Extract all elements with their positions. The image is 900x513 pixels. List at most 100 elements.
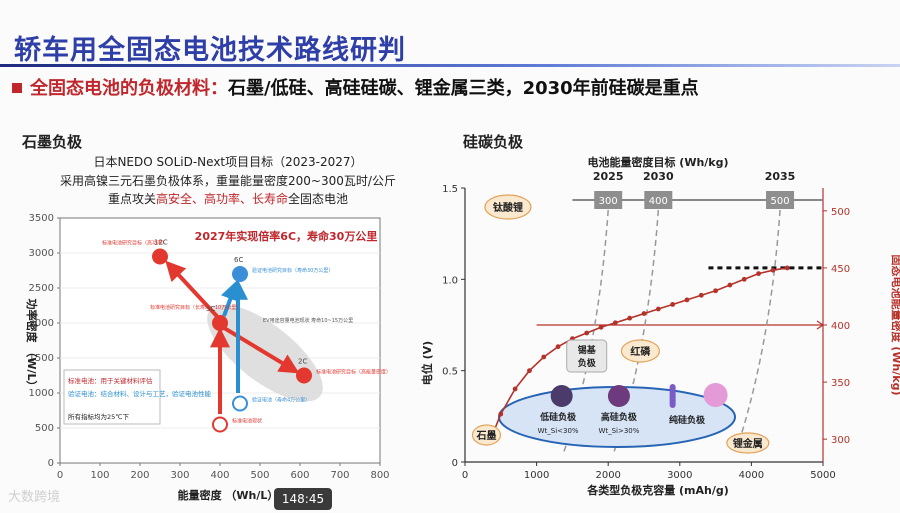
right-xtick-label: 4000	[739, 470, 764, 481]
left-point-rate-label: 12C	[154, 239, 168, 247]
left-xtick-label: 0	[57, 470, 63, 481]
left-ytick-label: 3000	[29, 248, 54, 259]
right-xtick-label: 3000	[667, 470, 692, 481]
curve-point	[756, 271, 761, 277]
right-ytick-label: 1.0	[442, 275, 458, 286]
left-section-title: 石墨负极	[22, 133, 83, 151]
left-xtick-label: 500	[250, 470, 269, 481]
right-y2tick-label: 300	[831, 435, 850, 446]
left-ylabel: 功率密度 （W/L）	[25, 299, 39, 392]
right-y2tick-label: 350	[831, 378, 850, 389]
left-xtick-label: 200	[130, 470, 149, 481]
left-ytick-label: 500	[35, 423, 54, 434]
legend-line2-val: 结合材料、设计与工艺，验证电池性能	[101, 389, 212, 398]
left-headline: 2027年实现倍率6C，寿命30万公里	[195, 229, 378, 243]
legend-line1-val: 用于关键材料评估	[101, 376, 154, 385]
low-si-particle-icon	[550, 385, 573, 407]
curve-point	[527, 368, 532, 374]
curve-point	[641, 311, 647, 316]
left-ytick-label: 2000	[29, 318, 54, 329]
right-y2label: 固态电池能量密度 (Wh/kg)	[890, 254, 900, 395]
left-point-desc: 标准电池研究目标（长寿命：10万公里）	[150, 304, 241, 311]
label-red-p: 红磷	[630, 345, 651, 358]
label-red-p-oval	[620, 339, 661, 363]
curve-point	[655, 306, 661, 312]
left-ytick-label: 1000	[29, 388, 54, 399]
curve-point	[670, 302, 676, 307]
curve-point	[770, 267, 776, 273]
left-ytick-label: 3500	[29, 213, 54, 224]
note-line-3b: 高安全、高功率、长寿命	[155, 192, 288, 206]
curve-point	[598, 324, 604, 330]
right-ytick-label: 0.5	[442, 367, 458, 378]
right-xtick-label: 0	[462, 470, 468, 481]
label-pure-si: 纯硅负极	[669, 414, 706, 426]
curve-point	[612, 320, 618, 326]
legend-line2-key: 验证电池：	[68, 389, 101, 398]
video-timer: 148:45	[274, 488, 332, 510]
curve-point	[498, 411, 504, 417]
curve-point	[698, 292, 704, 298]
right-y2tick-label: 500	[831, 207, 850, 218]
right-ytick-label: 0	[452, 458, 458, 469]
ref-line-400-arrow	[816, 320, 825, 330]
energy-density-curve	[490, 267, 788, 438]
left-point-rate-label: 6C	[234, 256, 243, 264]
left-xtick-label: 400	[210, 470, 229, 481]
label-li-metal-oval	[726, 432, 770, 454]
right-xtick-label: 2000	[595, 470, 620, 481]
label-sn-line2: 负极	[578, 357, 597, 369]
right-ytick-label: 1.5	[442, 184, 458, 195]
milestone-box	[644, 191, 673, 209]
label-ti-oval	[484, 194, 532, 220]
ev-region-label: EV用途容量电池现状 寿命10~15万公里	[263, 317, 353, 324]
left-point-rate-label: 2C	[298, 358, 307, 366]
subtitle-black: 石墨/低硅、高硅硅碳、锂金属三类，2030年前硅碳是重点	[228, 78, 699, 99]
curve-point	[512, 386, 518, 392]
label-graphite-oval	[471, 424, 502, 446]
left-point-desc: 标准电池研究目标（高能量密度）	[316, 369, 391, 376]
label-low-si-pct: Wt_Si<30%	[538, 427, 579, 435]
high-si-particle-icon	[607, 385, 630, 407]
note-line-3a: 重点攻关	[107, 192, 156, 206]
label-graphite: 石墨	[475, 430, 496, 442]
milestone-value: 300	[599, 196, 618, 207]
note-line-2: 采用高镍三元石墨负极体系，重量能量密度200~300瓦时/公斤	[60, 174, 396, 188]
note-line-1: 日本NEDO SOLiD-Next项目目标（2023-2027）	[93, 155, 363, 169]
label-high-si: 高硅负极	[601, 411, 638, 423]
label-sn-line1: 锡基	[578, 344, 597, 356]
left-xtick-label: 100	[90, 470, 109, 481]
subtitle-red: 全固态电池的负极材料：	[30, 78, 228, 99]
curve-point	[541, 354, 547, 360]
left-xtick-label: 300	[170, 470, 189, 481]
page-title: 轿车用全固态电池技术路线研判	[14, 35, 406, 66]
legend-line-2: 验证电池：结合材料、设计与工艺，验证电池性能	[68, 389, 212, 398]
curve-point	[627, 315, 633, 321]
left-point	[152, 248, 168, 265]
label-li-metal: 锂金属	[733, 437, 763, 450]
bullet-square-icon	[12, 83, 22, 93]
milestone-value: 400	[649, 196, 668, 207]
left-point-rate-label: 5C	[206, 305, 215, 313]
note-line-3c: 全固态电池	[288, 192, 349, 206]
title-divider	[0, 64, 900, 67]
curve-point	[727, 282, 733, 288]
label-sn-box	[566, 339, 608, 373]
right-y2tick-label: 400	[831, 321, 850, 332]
pure-si-rod-icon	[669, 384, 676, 408]
right-section-title: 硅碳负极	[463, 133, 524, 151]
left-point-desc: 验证电池（寿命4万公里）	[252, 397, 310, 404]
curve-point	[684, 297, 690, 303]
label-low-si: 低硅负极	[539, 411, 577, 423]
milestone-year: 2025	[593, 170, 624, 183]
milestone-connector	[734, 209, 781, 455]
milestone-box	[594, 191, 623, 209]
milestone-year: 2030	[643, 170, 674, 183]
left-xlabel: 能量密度 （Wh/L）	[178, 488, 279, 502]
left-xtick-label: 700	[330, 470, 349, 481]
left-point-desc: 验证电池研究目标（寿命30万公里）	[252, 267, 333, 274]
left-point	[232, 266, 248, 282]
right-xtick-label: 1000	[524, 470, 549, 481]
milestone-year: 2035	[765, 170, 796, 183]
